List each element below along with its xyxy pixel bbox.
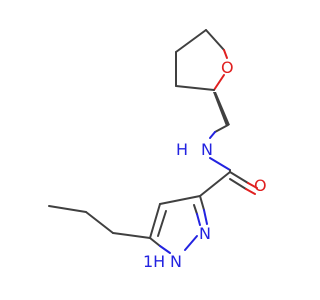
carbonyl-oxygen-label: O	[254, 176, 267, 195]
thf-bond-c5-o	[223, 49, 228, 59]
pyrazole-bond-n1-n2	[184, 235, 198, 251]
bond-carbonyl-co-2b	[245, 188, 256, 195]
pyrazole-bond-n2-c3-inner-b	[196, 213, 201, 226]
pyrazole-n2-label: N	[199, 224, 211, 243]
thf-bond-c3-c4	[175, 29, 207, 53]
thf-bond-o-c2	[213, 74, 225, 91]
pyrazole-bond-n2-c3b	[203, 209, 208, 225]
pyrazole-bond-c3-c4	[159, 195, 201, 205]
pyrazole-ring	[149, 195, 208, 254]
pyrazole-n1-label: N	[170, 252, 182, 271]
propyl-bond-2	[85, 211, 114, 234]
tetrahydrofuran-ring	[175, 29, 230, 126]
pyrazole-bond-c5-n1a	[149, 237, 161, 247]
bond-carbonyl-co-1b	[247, 182, 258, 189]
pyrazole-bond-n2-c3-inner-a	[193, 204, 198, 215]
pyrazole-bond-c5-n1b	[159, 245, 171, 254]
molecule-structure: O H N O N N 1H	[48, 29, 267, 271]
propyl-bond-1	[112, 232, 151, 239]
bond-carbonyl-co-1a	[229, 171, 249, 184]
bond-carbonyl-co-2a	[229, 178, 247, 190]
bond-carbonyl-to-pyrazole	[199, 171, 231, 197]
thf-bond-c2-c3	[175, 85, 215, 91]
amide-hydrogen-label: H	[176, 140, 188, 159]
bond-ch2-amide-n	[209, 131, 216, 139]
bond-ch2-carbon	[214, 124, 229, 133]
pyrazole-n1-hydrogen-label: 1H	[143, 252, 165, 271]
pyrazole-bond-n2-c3a	[199, 195, 205, 211]
propyl-bond-3	[48, 205, 87, 213]
ring-oxygen-label: O	[221, 58, 234, 77]
pyrazole-bond-c4-c5-inner	[157, 210, 167, 237]
bond-amide-n-carbonyl	[209, 157, 231, 171]
thf-bond-c4-c5	[205, 29, 225, 51]
pyrazole-bond-c4-c5	[149, 203, 161, 239]
stereo-wedge-bond	[213, 92, 230, 126]
amide-nitrogen-label: N	[201, 140, 213, 159]
